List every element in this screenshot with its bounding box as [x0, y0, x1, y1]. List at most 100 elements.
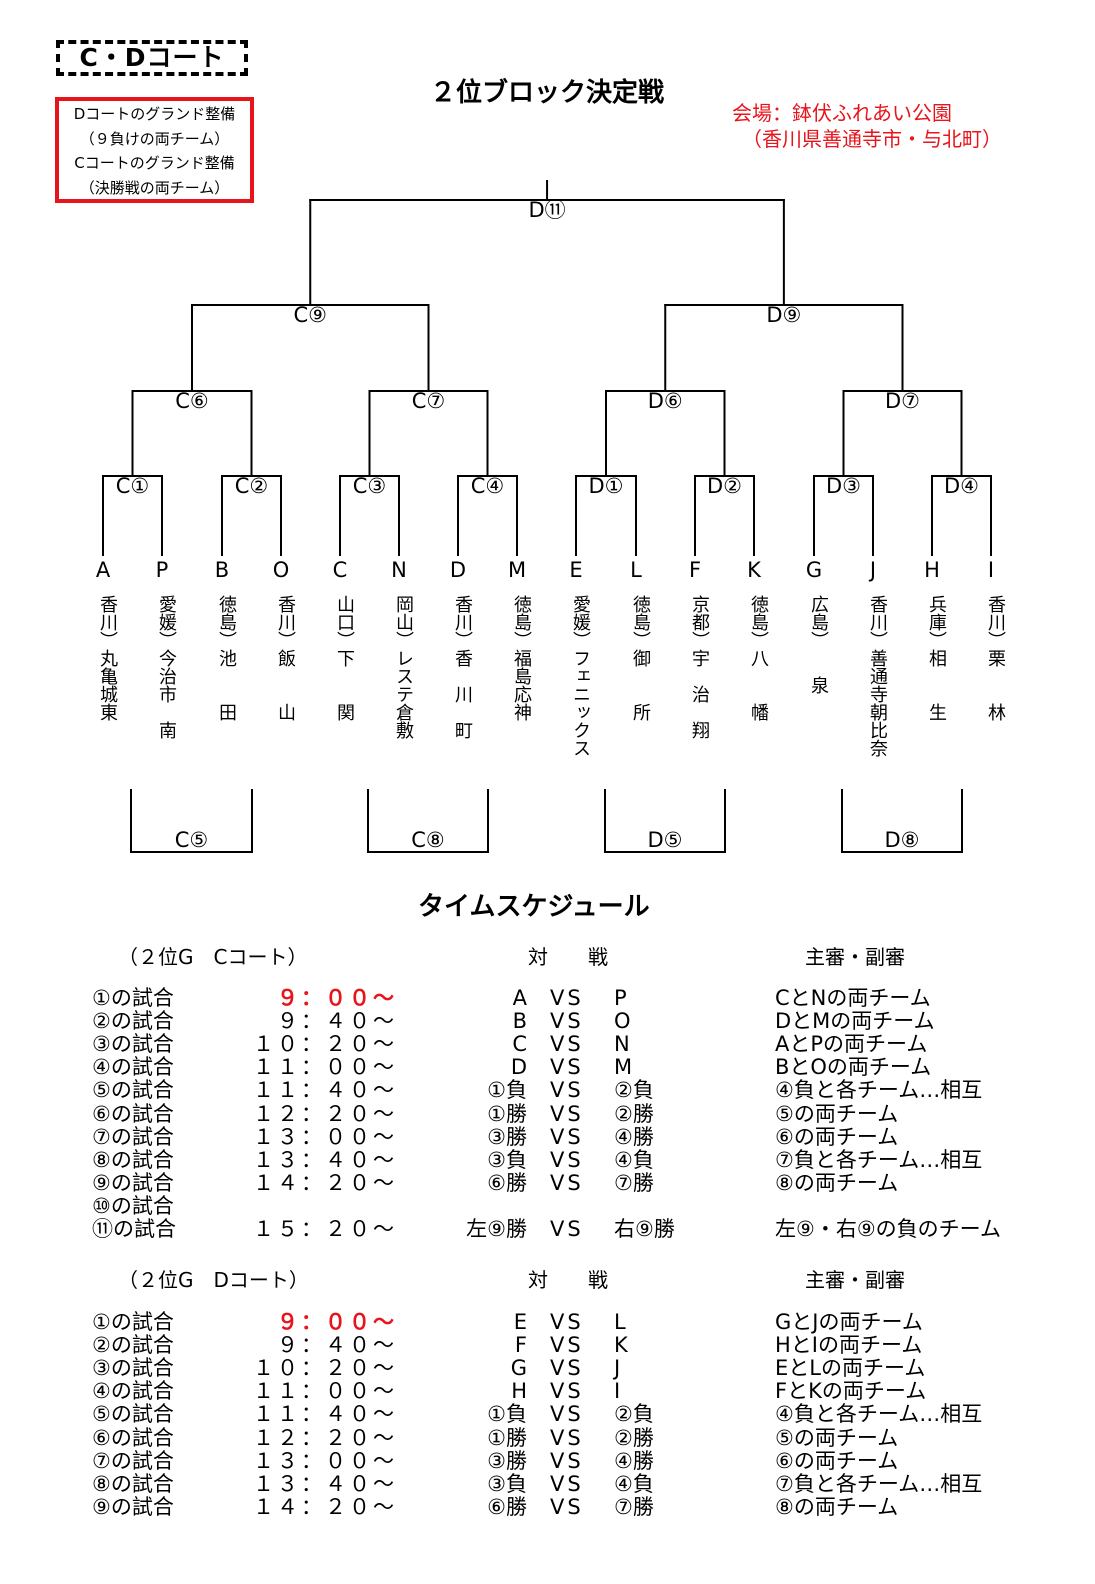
team-b: N: [614, 1032, 630, 1057]
team-a: A: [512, 986, 527, 1010]
referee-teams: ⑤の両チーム: [775, 1425, 899, 1450]
start-time: １２：２０～: [253, 1101, 397, 1126]
game-number: ⑦の試合: [92, 1124, 174, 1149]
team-a: ⑥勝: [487, 1170, 527, 1195]
versus: VS: [550, 1333, 584, 1358]
team-b: ②負: [614, 1402, 654, 1427]
team-letter: D: [450, 558, 466, 582]
team-a: D: [510, 1055, 527, 1080]
team-name: 徳島）福島応神: [511, 595, 532, 721]
team-a: E: [513, 1310, 527, 1334]
versus: VS: [550, 1078, 584, 1103]
schedule-title: タイムスケジュール: [418, 892, 650, 922]
team-b: ②負: [614, 1078, 654, 1103]
game-number: ③の試合: [92, 1032, 174, 1057]
game-number: ⑤の試合: [92, 1078, 174, 1103]
referee-teams: ⑦負と各チーム…相互: [775, 1471, 983, 1496]
versus: VS: [550, 1471, 584, 1496]
team-b: ④勝: [614, 1124, 654, 1149]
referee-teams: GとJの両チーム: [775, 1310, 923, 1334]
d-match-header: 対 戦: [528, 1268, 608, 1292]
team-name: 兵庫）相 生: [926, 595, 947, 721]
referee-teams: ④負と各チーム…相互: [775, 1402, 983, 1427]
c-court-label: （２位G Cコート）: [118, 945, 308, 969]
team-a: ①負: [487, 1402, 527, 1427]
referee-teams: ⑥の両チーム: [775, 1448, 899, 1473]
match-label: C⑦: [412, 389, 446, 413]
game-number: ⑨の試合: [92, 1170, 174, 1195]
team-b: K: [614, 1333, 628, 1358]
start-time: １１：００～: [253, 1055, 397, 1080]
team-letter: O: [273, 558, 290, 582]
team-b: M: [614, 1055, 633, 1080]
court-label: C・Dコート: [56, 40, 248, 76]
team-letter: H: [924, 558, 940, 582]
consolation-label: C⑤: [175, 828, 209, 852]
game-number: ⑪の試合: [92, 1217, 176, 1241]
team-letter: P: [156, 558, 169, 582]
versus: VS: [550, 1217, 584, 1241]
referee-teams: 左⑨・右⑨の負のチーム: [775, 1217, 1002, 1241]
versus: VS: [550, 1124, 584, 1149]
team-a: C: [512, 1032, 527, 1057]
team-b: ④勝: [614, 1448, 654, 1473]
team-a: 左⑨勝: [466, 1217, 527, 1241]
prep-note-line: Dコートのグランド整備: [73, 105, 236, 123]
start-time: １０：２０～: [253, 1356, 397, 1381]
versus: VS: [550, 1055, 584, 1080]
referee-teams: HとIの両チーム: [775, 1333, 923, 1358]
team-b: O: [614, 1009, 631, 1034]
team-a: H: [511, 1379, 527, 1404]
versus: VS: [550, 1170, 584, 1195]
referee-teams: ⑥の両チーム: [775, 1124, 899, 1149]
versus: VS: [550, 1402, 584, 1427]
venue-info: 会場：鉢伏ふれあい公園 （香川県善通寺市・与北町）: [732, 100, 1002, 152]
team-a: ③負: [487, 1471, 527, 1496]
start-time: １２：２０～: [253, 1425, 397, 1450]
venue-line: 会場：鉢伏ふれあい公園: [732, 101, 952, 125]
team-name: 徳島）御 所: [630, 595, 651, 721]
team-a: B: [512, 1009, 527, 1034]
team-a: ①負: [487, 1078, 527, 1103]
start-time: １１：００～: [253, 1379, 397, 1404]
versus: VS: [550, 1448, 584, 1473]
team-b: ④負: [614, 1147, 654, 1172]
game-number: ④の試合: [92, 1055, 174, 1080]
d-ref-header: 主審・副審: [805, 1268, 905, 1292]
start-time: １３：４０～: [253, 1147, 397, 1172]
team-name: 愛媛）フェニックス: [570, 595, 591, 757]
start-time: １１：４０～: [253, 1402, 397, 1427]
d-court-label: （２位G Dコート）: [118, 1268, 309, 1292]
team-letter: N: [391, 558, 407, 582]
match-label: D⑥: [648, 389, 683, 413]
referee-teams: ⑦負と各チーム…相互: [775, 1147, 983, 1172]
team-letter: B: [215, 558, 229, 582]
referee-teams: BとOの両チーム: [775, 1055, 932, 1080]
game-number: ⑩の試合: [92, 1193, 174, 1218]
consolation-label: D⑤: [648, 828, 683, 852]
prep-note-line: （決勝戦の両チーム）: [79, 178, 230, 197]
prep-note-line: Cコートのグランド整備: [74, 154, 235, 172]
team-name: 香川）香 川 町: [452, 595, 473, 739]
match-label: C⑥: [175, 389, 209, 413]
prep-note-line: （９負けの両チーム）: [79, 129, 230, 148]
versus: VS: [550, 986, 584, 1010]
team-b: I: [614, 1379, 621, 1404]
referee-teams: EとLの両チーム: [775, 1356, 926, 1381]
start-time: ９：４０～: [277, 1009, 397, 1034]
team-a: ③勝: [487, 1448, 527, 1473]
team-name: 愛媛）今治市 南: [156, 595, 177, 739]
team-a: ③負: [487, 1147, 527, 1172]
